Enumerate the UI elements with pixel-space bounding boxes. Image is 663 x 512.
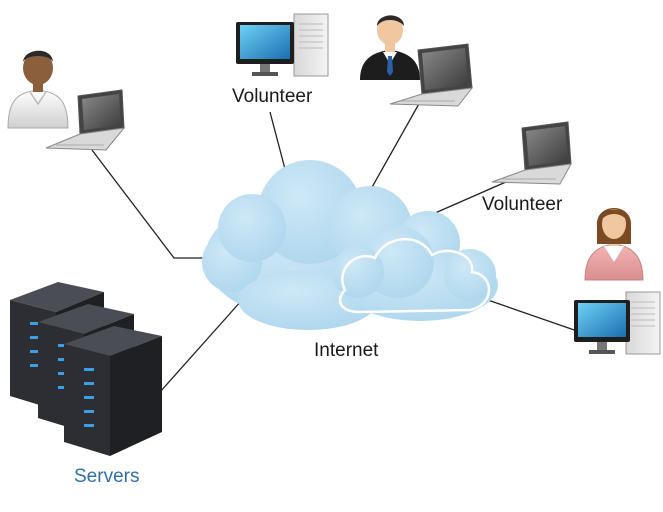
- link-desktop-right: [481, 297, 581, 333]
- server-rack-icon: [10, 282, 162, 456]
- connections: [91, 101, 581, 393]
- person-businessman-icon: [360, 15, 420, 80]
- person-male-casual-icon: [7, 50, 69, 129]
- server-unit: [64, 326, 162, 456]
- volunteer-label-right: Volunteer: [482, 194, 563, 215]
- person-female-icon: [584, 208, 644, 281]
- desktop-computer-icon: [574, 291, 661, 355]
- laptop-icon: [491, 121, 572, 185]
- link-servers: [159, 299, 243, 393]
- desktop-computer-icon: [236, 13, 329, 77]
- laptop-icon: [45, 89, 126, 151]
- volunteer-label-top: Volunteer: [232, 86, 313, 107]
- cloud-icon: [202, 160, 498, 330]
- internet-label: Internet: [314, 340, 379, 361]
- servers-label: Servers: [74, 466, 140, 487]
- laptop-icon: [389, 43, 474, 107]
- link-laptop-left: [91, 149, 210, 259]
